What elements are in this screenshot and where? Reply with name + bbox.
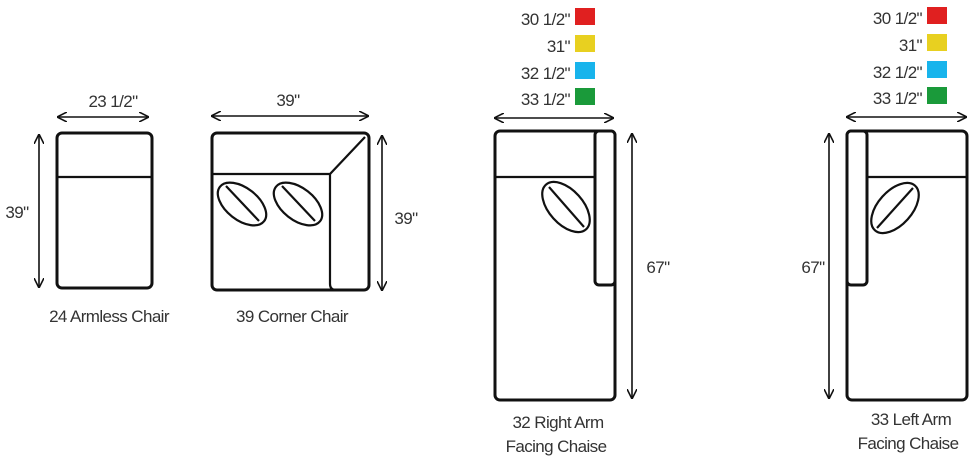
right-swatch-blue (575, 62, 595, 79)
left-width-legend: 30 1/2" 31" 32 1/2" 33 1/2" (873, 7, 947, 108)
right-width-3: 32 1/2" (521, 64, 571, 83)
left-depth-label: 67" (801, 258, 825, 277)
left-chaise: 30 1/2" 31" 32 1/2" 33 1/2" 67" 33 Left … (801, 7, 969, 453)
left-width-3: 32 1/2" (873, 63, 923, 82)
left-swatch-yellow (927, 34, 947, 51)
left-chaise-arm (845, 129, 869, 287)
right-swatch-green (575, 88, 595, 105)
right-swatch-red (575, 8, 595, 25)
corner-name: 39 Corner Chair (236, 307, 349, 326)
armless-chair: 23 1/2" 39" 24 Armless Chair (5, 92, 170, 326)
corner-pillow-right (272, 181, 324, 227)
left-width-2: 31" (899, 36, 923, 55)
right-width-1: 30 1/2" (521, 10, 571, 29)
corner-width-label: 39" (276, 91, 300, 110)
corner-chair: 39" 39" 39 Corner Chair (210, 91, 419, 326)
corner-side-back (328, 174, 337, 292)
right-width-legend: 30 1/2" 31" 32 1/2" 33 1/2" (521, 8, 595, 109)
right-width-4: 33 1/2" (521, 90, 571, 109)
left-swatch-green (927, 87, 947, 104)
corner-depth-label: 39" (394, 209, 418, 228)
corner-pillow-left (216, 181, 268, 227)
right-chaise: 30 1/2" 31" 32 1/2" 33 1/2" 67" 32 Right… (493, 8, 671, 456)
right-chaise-arm (593, 129, 617, 287)
right-chaise-name-line1: 32 Right Arm (512, 413, 604, 432)
right-chaise-name-line2: Facing Chaise (506, 437, 607, 456)
left-width-1: 30 1/2" (873, 9, 923, 28)
armless-depth-label: 39" (5, 203, 29, 222)
left-chaise-name-line1: 33 Left Arm (871, 410, 952, 429)
armless-width-label: 23 1/2" (88, 92, 138, 111)
right-width-2: 31" (547, 37, 571, 56)
armless-seat (55, 131, 154, 290)
left-chaise-pillow (870, 181, 920, 235)
left-width-4: 33 1/2" (873, 89, 923, 108)
left-swatch-red (927, 7, 947, 24)
left-chaise-name-line2: Facing Chaise (858, 434, 959, 453)
left-swatch-blue (927, 61, 947, 78)
armless-name: 24 Armless Chair (49, 307, 170, 326)
right-depth-label: 67" (646, 258, 670, 277)
right-chaise-pillow (541, 180, 591, 234)
right-swatch-yellow (575, 35, 595, 52)
